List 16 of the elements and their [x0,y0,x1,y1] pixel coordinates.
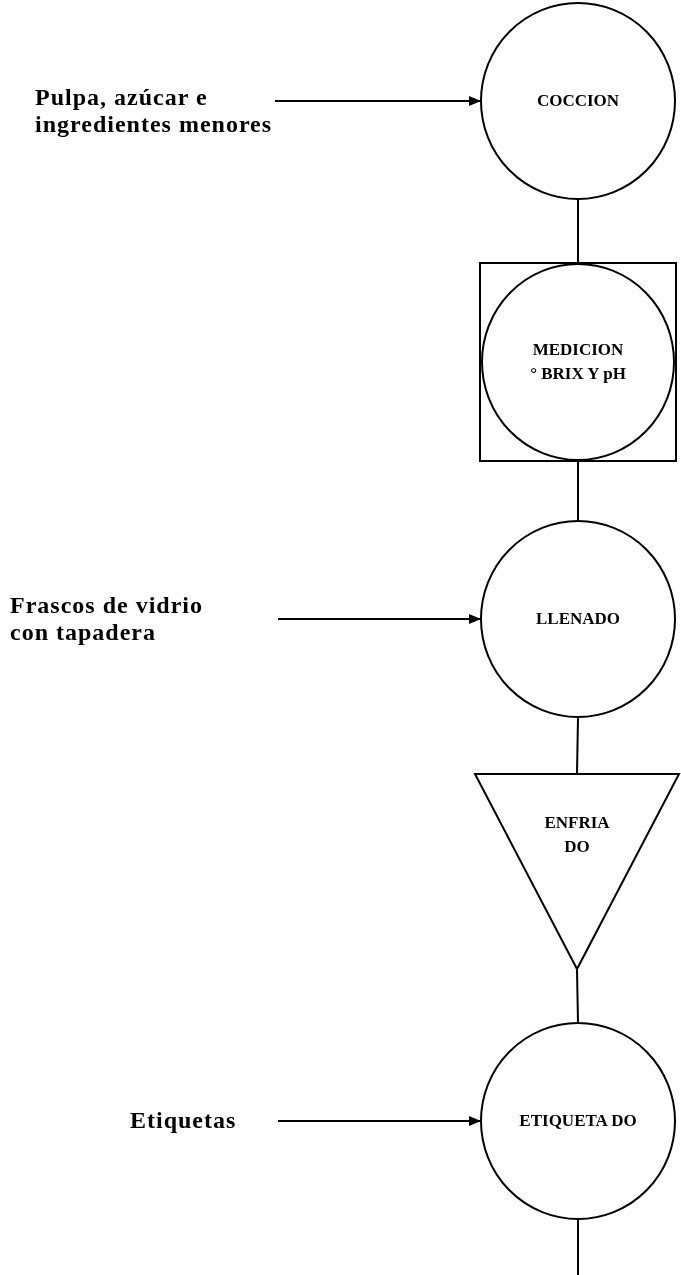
connector-line [577,461,579,521]
connector-line [576,717,579,774]
arrow [277,1116,481,1126]
step-label: ETIQUETA DO [519,1110,637,1132]
step-label: COCCION [536,90,620,112]
step-label: ENFRIA DO [543,812,611,858]
input-label: Frascos de vidrio con tapadera [10,592,204,646]
connector-line [577,1219,579,1275]
arrow [277,614,481,624]
step-label: LLENADO [535,608,621,630]
connector-line [576,969,579,1023]
step-label: MEDICION ° BRIX Y pH [529,339,627,385]
arrow [274,96,481,106]
input-label: Etiquetas [130,1106,237,1134]
connector-line [577,199,579,263]
input-label: Pulpa, azúcar e ingredientes menores [35,84,274,138]
